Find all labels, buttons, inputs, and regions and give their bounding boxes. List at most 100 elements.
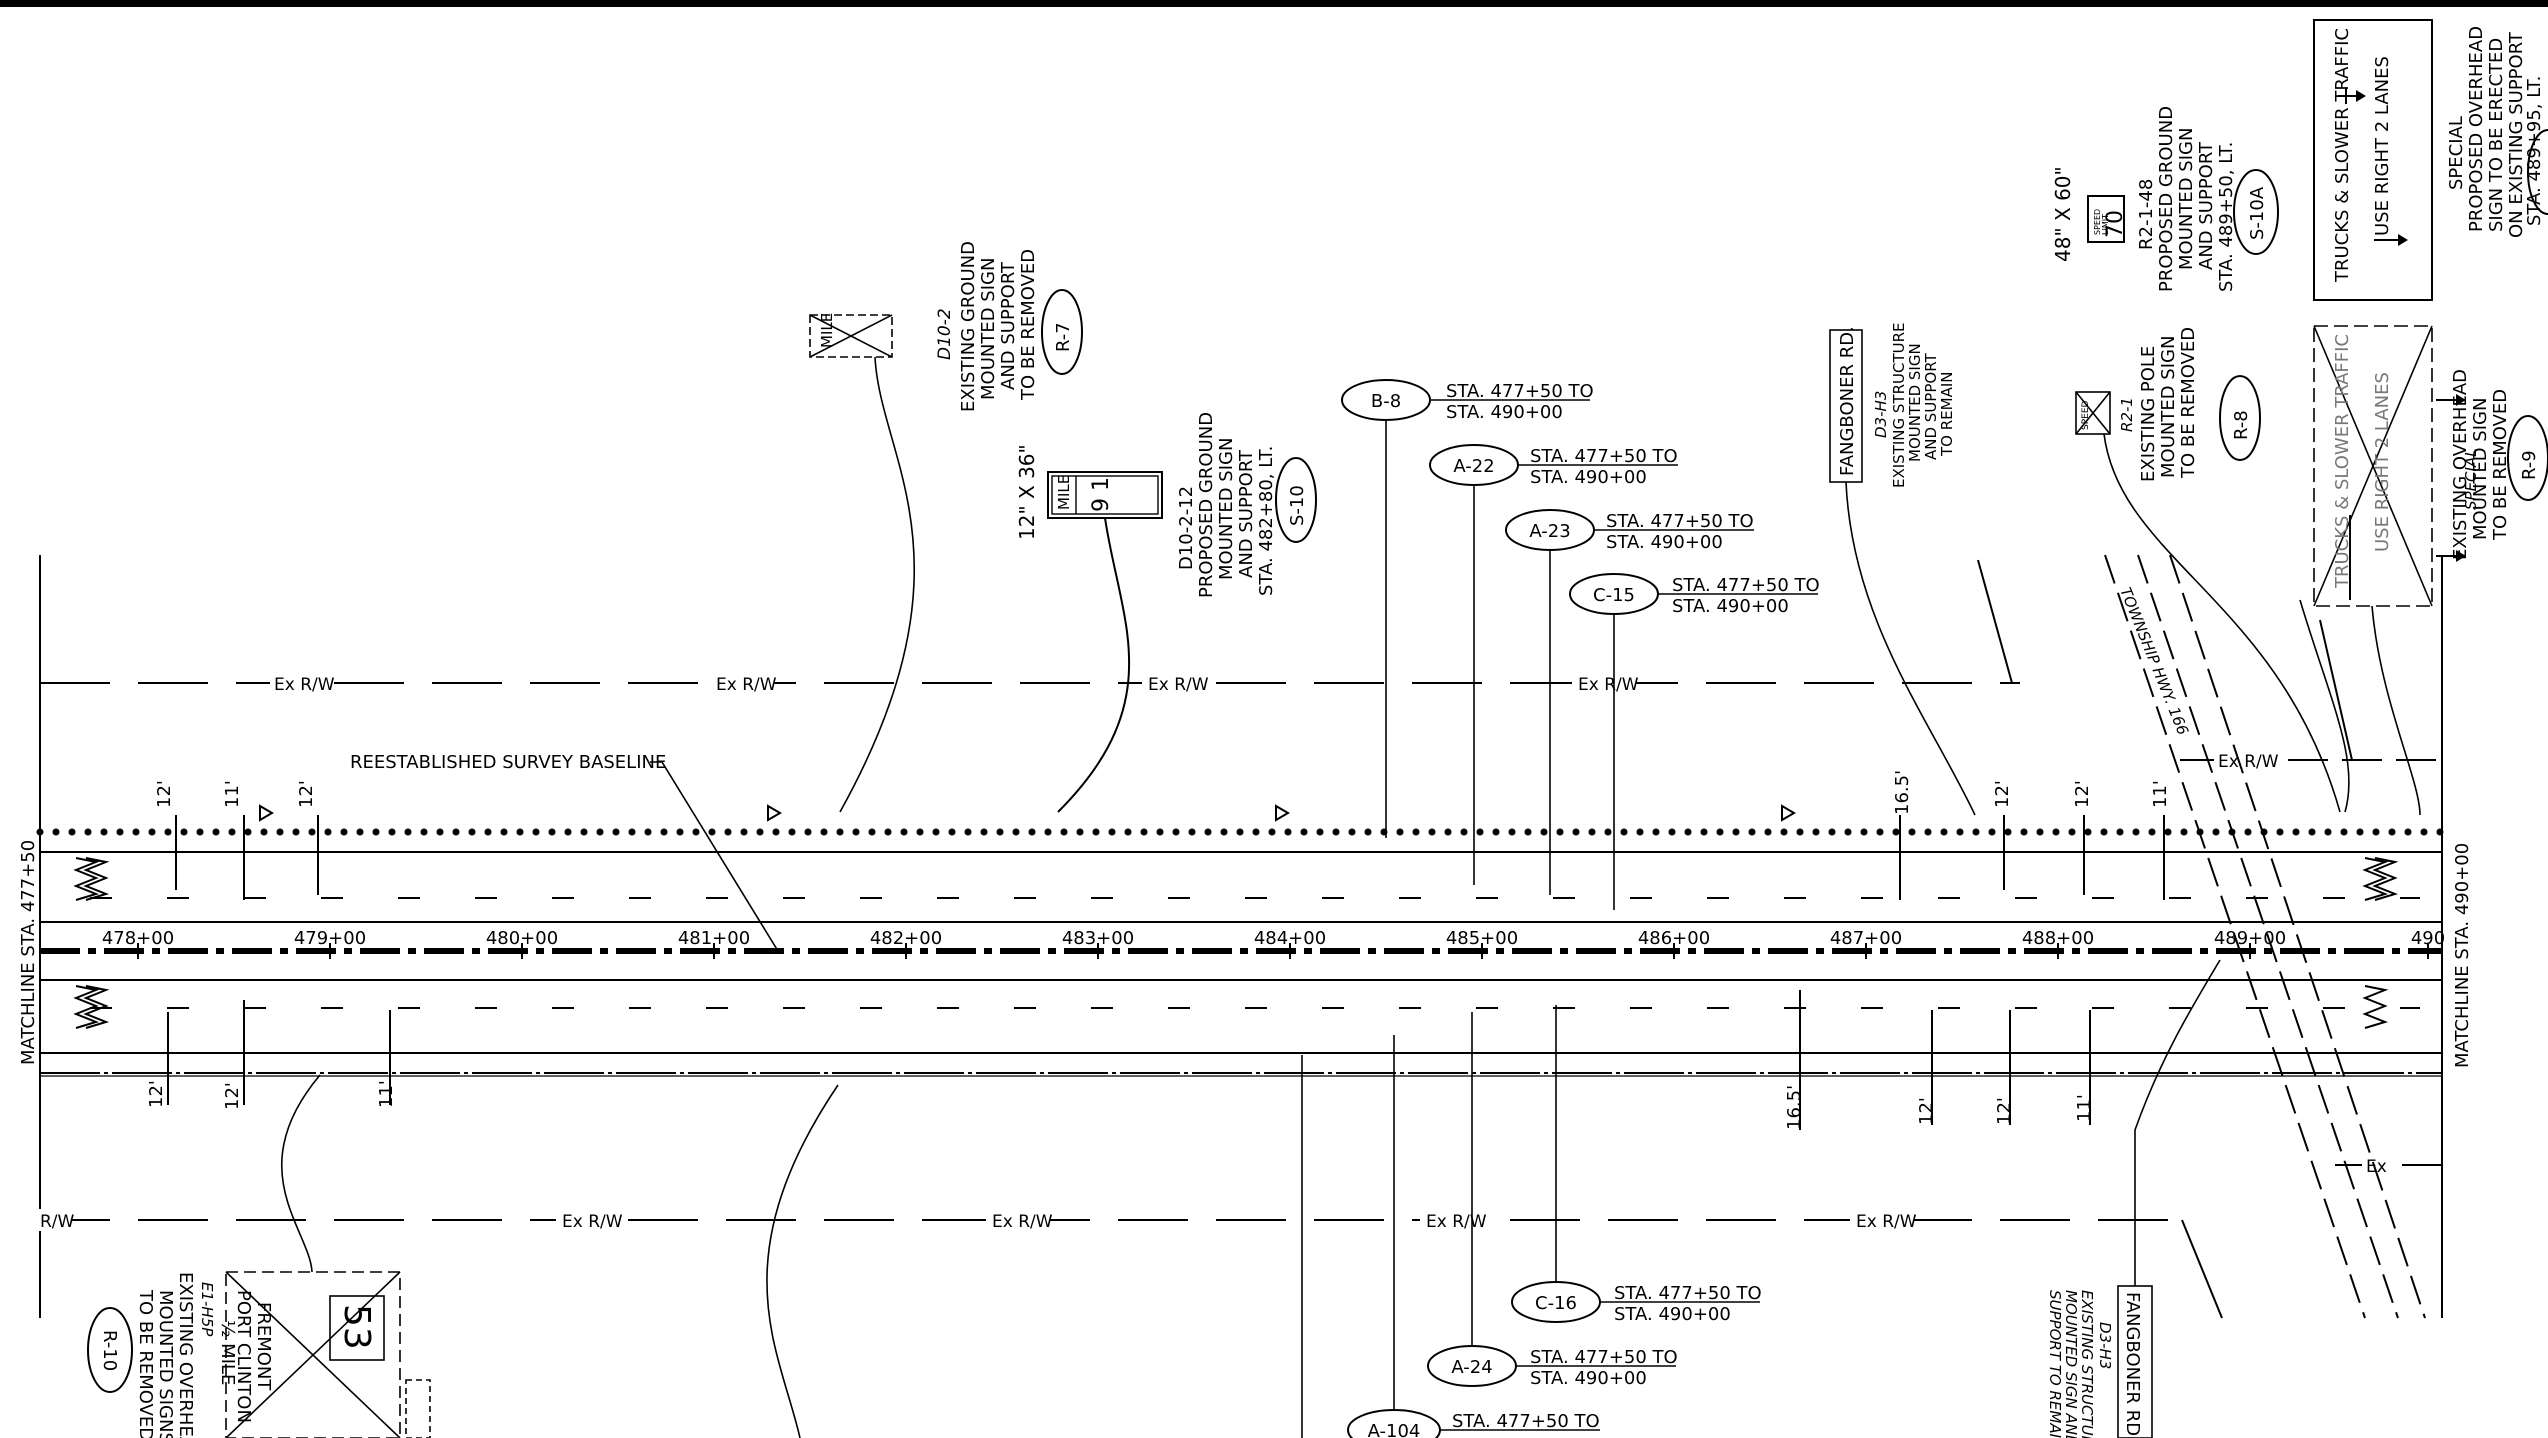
sign-leader [2103,433,2341,813]
sign-note-line: PROPOSED GROUND [2156,106,2177,292]
sign-tag: R-9 [2519,450,2540,480]
station-label: 483+00 [1062,928,1134,949]
sign-leader [1845,481,1976,816]
callout-station-to: STA. 490+00 [1530,467,1647,488]
sign-note-line: AND SUPPORT [998,261,1019,390]
sign-r10[interactable]: R-10 EXISTING OVERHEAD MOUNTED SIGNS TO … [87,1074,431,1438]
callout-id: A-24 [1451,1357,1492,1378]
sign-code: D3-H3 [2096,1322,2114,1369]
sign-note-line: SIGN TO BE ERECTED [2486,38,2507,232]
sign-tag: R-10 [99,1330,120,1371]
overhead-line-1: TRUCKS & SLOWER TRAFFIC [2332,334,2353,589]
callout-c15[interactable]: C-15 STA. 477+50 TO STA. 490+00 [1569,573,1820,910]
row-label: Ex R/W [274,675,335,695]
callout-station-from: STA. 477+50 TO [1614,1283,1762,1304]
callout-c16[interactable]: C-16 STA. 477+50 TO STA. 490+00 [1511,1005,1762,1325]
sign-note-line: EXISTING OVERHEAD [175,1272,196,1438]
sign-note-line: SPECIAL [2446,116,2467,190]
callout-station-from: STA. 477+50 TO [1672,575,1820,596]
callout-id: A-23 [1529,521,1570,542]
sign-r9[interactable]: TRUCKS & SLOWER TRAFFIC USE RIGHT 2 LANE… [2299,325,2548,816]
sign-plate-digits: 9 1 [1089,477,1114,512]
station-label: 490 [2411,928,2445,949]
width-label: 12' [154,780,175,808]
township-hwy-label: TOWNSHIP HWY. 166 [2116,585,2192,738]
callout-a24[interactable]: A-24 STA. 477+50 TO STA. 490+00 [1427,1012,1678,1389]
station-label: 489+00 [2214,928,2286,949]
width-label: 12' [222,1082,243,1110]
sign-note-line: MOUNTED SIGN [978,258,999,400]
callout-station-from: STA. 477+50 TO [1446,381,1594,402]
sign-note-line: TO BE REMOVED [2490,389,2511,541]
sign-note-line: R2-1-48 [2136,179,2157,250]
width-label: 16.5' [1892,770,1913,815]
width-label: 11' [376,1080,397,1108]
sign-tag: R-7 [1053,322,1074,352]
station-label: 485+00 [1446,928,1518,949]
station-label: 484+00 [1254,928,1326,949]
sign-leader [1057,517,1131,813]
sign-leader [2371,605,2421,816]
sign-overhead-proposed[interactable]: TRUCKS & SLOWER TRAFFIC USE RIGHT 2 LANE… [2313,19,2548,301]
station-labels: 478+00 479+00 480+00 481+00 482+00 483+0… [102,928,2445,949]
sign-note-line: PROPOSED GROUND [1196,412,1217,598]
callout-id: A-22 [1453,456,1494,477]
sign-note-line: MOUNTED SIGN [2176,128,2197,270]
sign-note-line: SUPPORT TO REMAIN [2046,1290,2064,1438]
sign-note-line: EXISTING STRUCTURE [1890,323,1908,489]
arrow-down-icon [2456,394,2466,406]
overhead-line-2: USE RIGHT 2 LANES [2372,372,2393,552]
sign-s10[interactable]: 12" X 36" MILE 9 1 D10-2-12 PROPOSED GRO… [1015,412,1317,813]
sign-r7[interactable]: MILE D10-2 EXISTING GROUND MOUNTED SIGN … [809,241,1083,813]
sign-plate-text: FANGBONER RD. [1837,326,1858,476]
sign-note-line: D10-2-12 [1176,486,1197,570]
row-line-bottom: R/W Ex R/W Ex R/W Ex R/W Ex R/W [38,1209,2180,1232]
width-label: 11' [2150,780,2171,808]
matchline-left-label: MATCHLINE STA. 477+50 [18,840,39,1065]
sign-note-line: AND SUPPORT [2196,141,2217,270]
callout-station-from: STA. 477+50 TO [1530,1347,1678,1368]
sign-speed-value: 70 [2103,210,2128,238]
station-label: 479+00 [294,928,366,949]
sign-fangboner-top[interactable]: FANGBONER RD. D3-H3 EXISTING STRUCTURE M… [1829,323,1976,816]
arrow-down-icon [2398,234,2408,246]
callout-a23[interactable]: A-23 STA. 477+50 TO STA. 490+00 [1505,509,1754,895]
sign-plate-text: FANGBONER RD. [2122,1292,2143,1438]
station-label: 480+00 [486,928,558,949]
break-symbols [73,857,2399,1029]
sign-note-line: MOUNTED SIGN [1216,438,1237,580]
sign-note-line: TO BE REMOVED [1018,249,1039,401]
callout-a22[interactable]: A-22 STA. 477+50 TO STA. 490+00 [1429,444,1678,885]
sign-note-line: MOUNTED SIGN AND [2062,1290,2080,1438]
row-label: Ex R/W [1578,675,1639,695]
survey-baseline-label: REESTABLISHED SURVEY BASELINE [350,752,666,773]
sign-speed-word: SPEED [2093,209,2102,235]
arrow-down-icon [2356,90,2366,102]
overhead-line-2: USE RIGHT 2 LANES [2372,56,2393,236]
sign-note-line: EXISTING GROUND [958,241,979,412]
row-label: Ex R/W [716,675,777,695]
sign-leader [766,1084,839,1438]
station-label: 487+00 [1830,928,1902,949]
sign-note-line: TO BE REMOVED [2178,327,2199,479]
width-label: 11' [2074,1094,2095,1122]
sign-fangboner-bottom[interactable]: FANGBONER RD. D3-H3 EXISTING STRUCTURE M… [2046,959,2221,1438]
sign-code: SPECIAL [2462,448,2480,510]
sign-leader [280,1074,321,1273]
sign-tag: R-8 [2231,410,2252,440]
sign-note-line: EXISTING OVERHEAD [2450,369,2471,560]
row-diagonals [1977,515,2353,1319]
roadway [36,828,2446,1077]
sign-note-line: AND SUPPORT [1922,352,1940,460]
sign-limit-word: LIMIT [2101,214,2110,235]
row-line-lower-right: Ex [2335,1155,2442,1177]
row-line-top: Ex R/W Ex R/W Ex R/W Ex R/W [40,672,2020,695]
station-label: 482+00 [870,928,942,949]
callout-station-to: STA. 490+00 [1446,402,1563,423]
width-label: 12' [2072,780,2093,808]
sign-s10a[interactable]: 48" X 60" SPEED LIMIT 70 R2-1-48 PROPOSE… [2051,106,2279,292]
sign-r8[interactable]: SPEED R2-1 EXISTING POLE MOUNTED SIGN TO… [2075,327,2341,813]
width-label: 11' [222,780,243,808]
callout-a104[interactable]: A-104 STA. 477+50 TO [1347,1035,1600,1438]
callout-b8[interactable]: B-8 STA. 477+50 TO STA. 490+00 [1341,379,1594,838]
